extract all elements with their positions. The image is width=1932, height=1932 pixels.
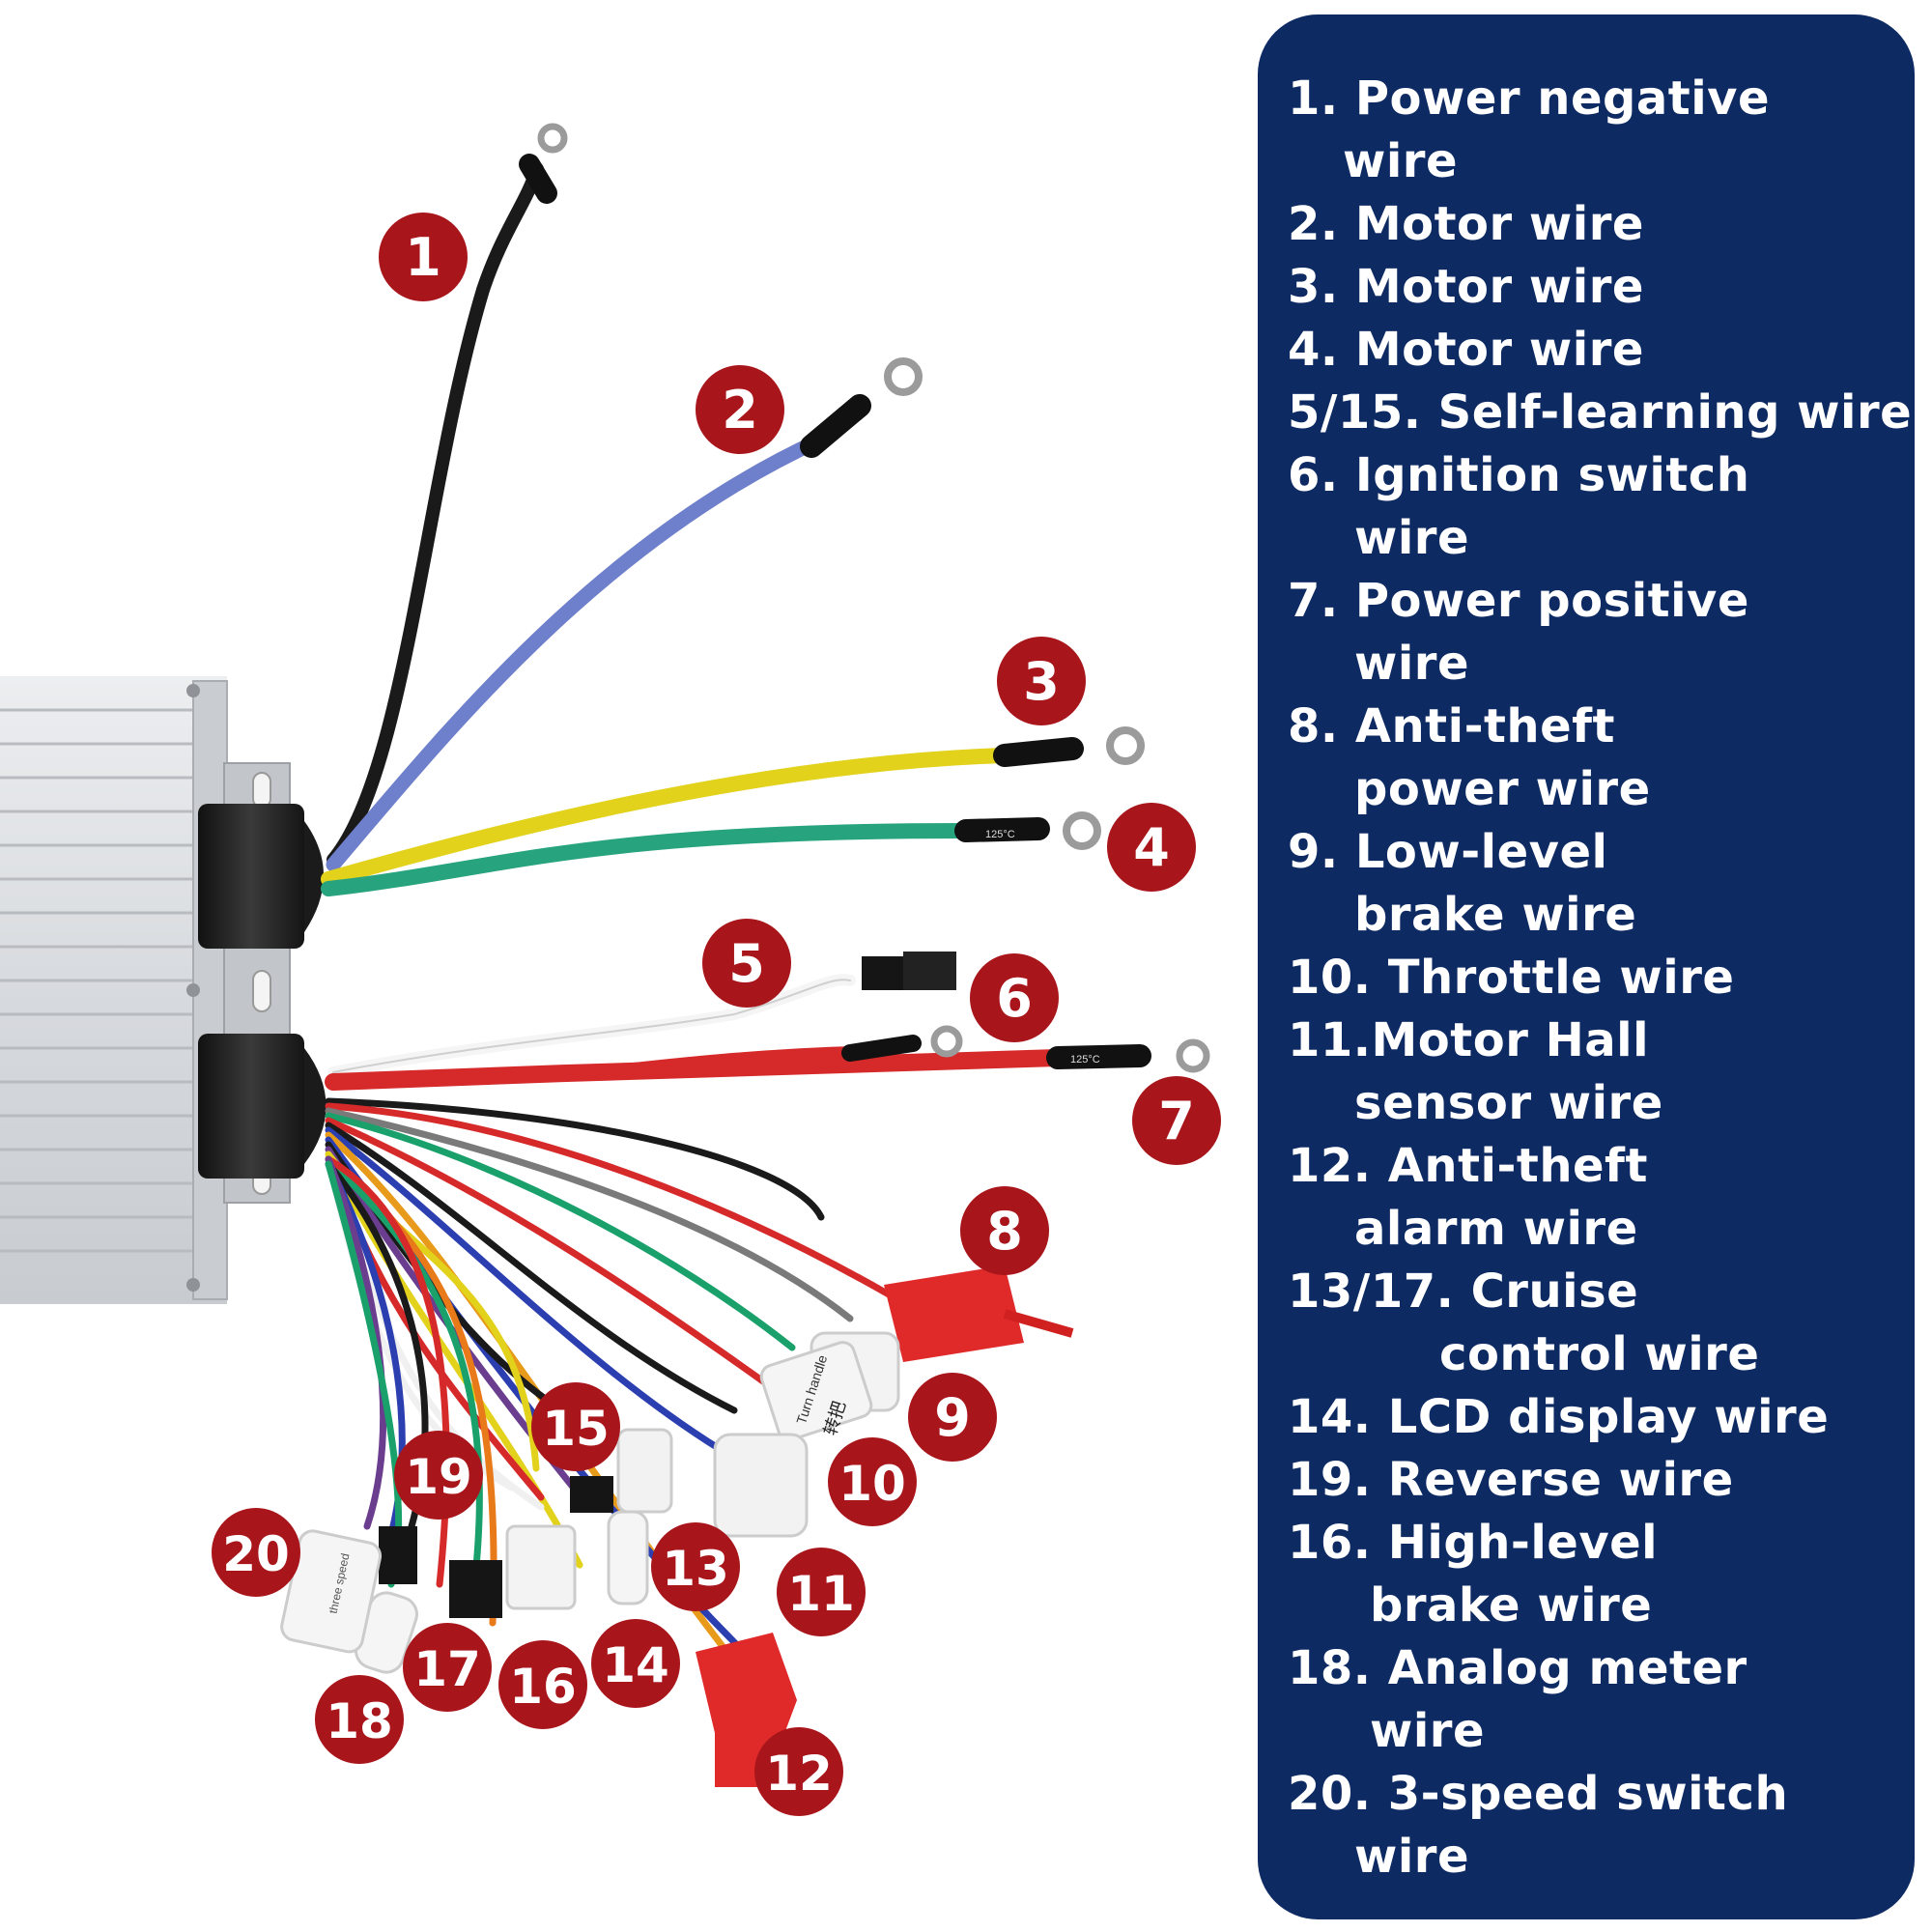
legend-line: 5/15. Self-learning wire bbox=[1288, 385, 1913, 440]
svg-text:8: 8 bbox=[986, 1201, 1023, 1262]
svg-text:3: 3 bbox=[1023, 651, 1060, 712]
high-level-brake-connector bbox=[505, 1524, 577, 1610]
badge-12: 12 bbox=[754, 1727, 843, 1816]
svg-text:13: 13 bbox=[662, 1541, 729, 1597]
svg-text:15: 15 bbox=[542, 1401, 610, 1457]
temperature-label-1: 125°C bbox=[985, 829, 1015, 840]
legend-line: 7. Power positive bbox=[1288, 574, 1749, 628]
legend-line: 2. Motor wire bbox=[1288, 197, 1644, 251]
legend-line: 20. 3-speed switch bbox=[1288, 1767, 1789, 1821]
three-speed-connector: three speed bbox=[280, 1529, 383, 1654]
motor-hall-connector bbox=[713, 1433, 809, 1538]
blue-motor-wire bbox=[326, 357, 923, 872]
legend-panel: 1. Power negative wire 2. Motor wire 3. … bbox=[1258, 14, 1915, 1919]
lower-cable-gland bbox=[198, 1034, 327, 1179]
cruise-control-connector-17 bbox=[449, 1560, 502, 1618]
cruise-control-connector-13 bbox=[607, 1428, 673, 1605]
legend-line: control wire bbox=[1439, 1327, 1760, 1381]
controller-housing bbox=[0, 676, 291, 1304]
badge-15: 15 bbox=[531, 1382, 620, 1471]
upper-cable-gland bbox=[198, 804, 324, 949]
legend-line: wire bbox=[1354, 1830, 1470, 1884]
legend-line: 11.Motor Hall bbox=[1288, 1013, 1650, 1067]
legend-line: wire bbox=[1370, 1704, 1486, 1758]
badge-16: 16 bbox=[498, 1640, 587, 1729]
svg-text:16: 16 bbox=[509, 1659, 577, 1715]
legend-line: wire bbox=[1343, 134, 1459, 188]
badge-13: 13 bbox=[651, 1522, 740, 1611]
badge-14: 14 bbox=[591, 1619, 680, 1708]
svg-text:19: 19 bbox=[405, 1449, 472, 1505]
svg-text:17: 17 bbox=[413, 1641, 481, 1697]
legend-line: 12. Anti-theft bbox=[1288, 1139, 1648, 1193]
temperature-label-2: 125°C bbox=[1070, 1054, 1100, 1065]
badge-18: 18 bbox=[315, 1675, 404, 1764]
badge-6: 6 bbox=[970, 953, 1059, 1042]
svg-text:9: 9 bbox=[934, 1387, 971, 1448]
legend-line: 1. Power negative bbox=[1288, 71, 1770, 126]
legend-line: 14. LCD display wire bbox=[1288, 1390, 1830, 1444]
self-learning-wire bbox=[327, 974, 856, 1078]
svg-text:18: 18 bbox=[326, 1693, 393, 1749]
badge-17: 17 bbox=[403, 1623, 492, 1712]
power-negative-wire bbox=[327, 123, 568, 867]
green-motor-wire: 125°C bbox=[321, 811, 1101, 896]
badge-20: 20 bbox=[212, 1508, 300, 1597]
badge-9: 9 bbox=[908, 1373, 997, 1462]
badge-1: 1 bbox=[379, 213, 468, 301]
reverse-connector bbox=[379, 1526, 417, 1584]
yellow-motor-wire bbox=[321, 726, 1145, 887]
svg-text:6: 6 bbox=[996, 968, 1033, 1029]
badge-4: 4 bbox=[1107, 803, 1196, 892]
signal-wire-harness bbox=[325, 1097, 893, 1665]
badge-3: 3 bbox=[997, 637, 1086, 725]
svg-text:20: 20 bbox=[222, 1526, 290, 1582]
badge-19: 19 bbox=[394, 1431, 483, 1520]
legend-line: brake wire bbox=[1354, 888, 1637, 942]
svg-text:12: 12 bbox=[765, 1746, 833, 1802]
throttle-connector: Turn handle 转把 bbox=[759, 1341, 873, 1441]
legend-line: 6. Ignition switch bbox=[1288, 448, 1750, 502]
badge-5: 5 bbox=[702, 919, 791, 1008]
svg-text:11: 11 bbox=[787, 1566, 855, 1622]
svg-text:10: 10 bbox=[838, 1456, 906, 1512]
svg-text:2: 2 bbox=[722, 380, 758, 440]
legend-line: 3. Motor wire bbox=[1288, 260, 1644, 314]
svg-text:5: 5 bbox=[728, 933, 765, 994]
badge-10: 10 bbox=[828, 1437, 917, 1526]
legend-line: wire bbox=[1354, 511, 1470, 565]
legend-line: 16. High-level bbox=[1288, 1516, 1659, 1570]
anti-theft-power-connector bbox=[884, 1265, 1074, 1362]
legend-line: 10. Throttle wire bbox=[1288, 951, 1735, 1005]
legend-line: 13/17. Cruise bbox=[1288, 1264, 1639, 1319]
legend-line: sensor wire bbox=[1354, 1076, 1663, 1130]
ignition-switch-connector bbox=[862, 952, 956, 990]
svg-text:1: 1 bbox=[405, 227, 441, 288]
legend-line: brake wire bbox=[1370, 1578, 1653, 1633]
legend-line: 8. Anti-theft bbox=[1288, 699, 1615, 753]
svg-text:4: 4 bbox=[1133, 817, 1170, 878]
legend-line: power wire bbox=[1354, 762, 1651, 816]
legend-line: wire bbox=[1354, 637, 1470, 691]
legend-line: 18. Analog meter bbox=[1288, 1641, 1747, 1695]
badge-7: 7 bbox=[1132, 1076, 1221, 1165]
legend-line: 4. Motor wire bbox=[1288, 323, 1644, 377]
badge-8: 8 bbox=[960, 1186, 1049, 1275]
badge-2: 2 bbox=[696, 365, 784, 454]
svg-text:14: 14 bbox=[602, 1637, 669, 1693]
power-positive-wire: 125°C bbox=[325, 1025, 1210, 1091]
legend-line: 19. Reverse wire bbox=[1288, 1453, 1734, 1507]
badge-11: 11 bbox=[777, 1548, 866, 1636]
legend-line: 9. Low-level bbox=[1288, 825, 1608, 879]
legend-line: alarm wire bbox=[1354, 1202, 1638, 1256]
self-learning-connector-15 bbox=[570, 1476, 613, 1513]
svg-text:7: 7 bbox=[1158, 1091, 1195, 1151]
